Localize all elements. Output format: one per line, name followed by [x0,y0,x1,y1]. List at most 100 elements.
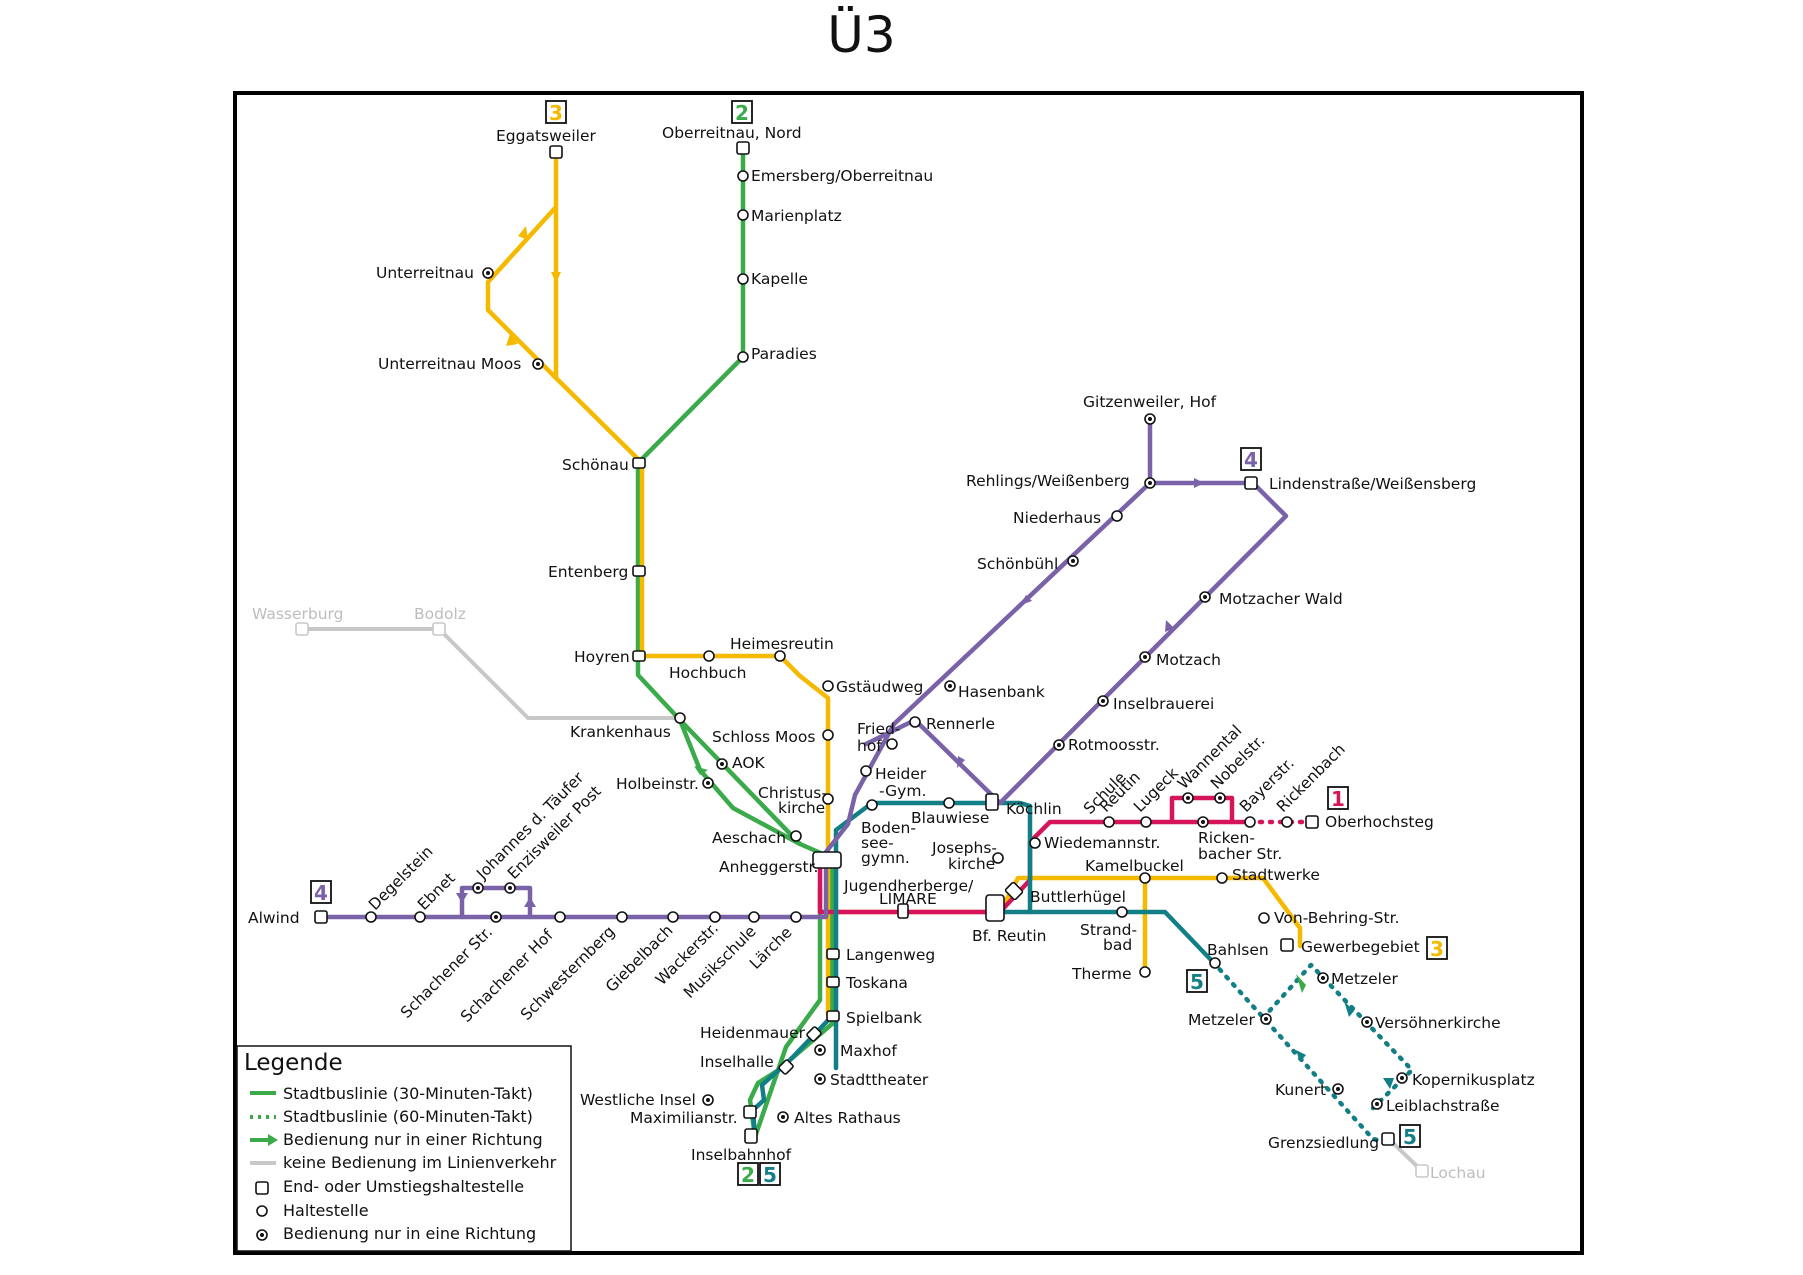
stop-marker-buttlerhuegel[interactable] [1004,881,1024,901]
label-kamelbuckel: Kamelbuckel [1085,857,1184,875]
stop-marker-heidenmauer[interactable] [806,1026,822,1042]
stop-marker-krankenhaus[interactable] [674,712,686,724]
stop-marker-kamelbuckel[interactable] [1139,872,1151,884]
stop-marker-inselhalle[interactable] [778,1059,794,1075]
label-bodensee-2: see- [861,834,894,852]
stop-marker-toskana[interactable] [826,976,840,988]
badge-line-5-bottom: 5 [1403,1125,1417,1149]
stop-marker-strandbad[interactable] [1116,906,1128,918]
label-friedhof-2: hof [857,737,882,755]
stop-marker-degelstein[interactable] [365,911,377,923]
stop-marker-maximilianstr[interactable] [743,1105,757,1119]
stop-marker-koechlin[interactable] [985,793,999,811]
stop-marker-entenberg[interactable] [632,565,646,577]
label-inselbrauerei: Inselbrauerei [1113,695,1214,713]
stop-marker-wiedemannstr[interactable] [1029,837,1041,849]
stop-marker-giebelbach[interactable] [667,911,679,923]
stop-marker-heider-gym[interactable] [860,765,872,777]
stop-marker-gewerbegebiet[interactable] [1280,938,1294,952]
label-unterreitnau: Unterreitnau [376,264,474,282]
label-metzeler-right: Metzeler [1331,970,1399,988]
label-rickenbacher-1: Ricken- [1198,829,1255,847]
stop-marker-wackerstr[interactable] [709,911,721,923]
stop-marker-lugeck[interactable] [1140,816,1152,828]
stop-marker-langenweg[interactable] [826,948,840,960]
label-rickenbacher-2: bacher Str. [1198,845,1282,863]
stop-marker-rennerle[interactable] [909,716,921,728]
stop-marker-alwind[interactable] [314,910,328,924]
stop-marker-stadtwerke[interactable] [1216,872,1228,884]
label-stadtwerke: Stadtwerke [1232,866,1320,884]
badge-line-1-right: 1 [1331,787,1345,811]
stop-marker-ebnet[interactable] [414,911,426,923]
label-koechlin: Köchlin [1006,800,1062,818]
stop-marker-hochbuch[interactable] [703,650,715,662]
badge-line-4-top: 4 [1244,448,1258,472]
stop-marker-bodolz[interactable] [432,622,446,636]
stop-marker-bahlsen[interactable] [1209,957,1221,969]
stop-marker-aeschach[interactable] [790,830,802,842]
badge-line-2-top: 2 [735,101,749,125]
label-kapelle: Kapelle [751,270,808,288]
stop-marker-hoyren[interactable] [632,650,646,662]
label-gitzenweiler: Gitzenweiler, Hof [1083,393,1217,411]
stop-marker-oberreitnau-nord[interactable] [736,141,750,155]
stop-marker-musikschule[interactable] [748,911,760,923]
label-christus-1: Christus- [758,784,827,802]
stop-marker-schwesternberg[interactable] [616,911,628,923]
stop-marker-laerche[interactable] [790,911,802,923]
stop-marker-therme[interactable] [1139,966,1151,978]
label-unterreitnau-moos: Unterreitnau Moos [378,355,521,373]
stop-markers [295,141,1429,1178]
stop-marker-von-behring[interactable] [1258,912,1270,924]
stop-marker-inselbahnhof[interactable] [744,1128,758,1144]
label-ebnet: Ebnet [414,869,459,914]
stop-marker-kapelle[interactable] [737,273,749,285]
stop-marker-josephskirche[interactable] [992,852,1004,864]
stop-marker-schoenau[interactable] [632,457,646,469]
legend-item-circle: Haltestelle [283,1201,369,1220]
stop-marker-emersberg[interactable] [737,170,749,182]
legend-item-square: End- oder Umstiegshaltestelle [283,1177,524,1196]
stop-marker-jugendherberge[interactable] [897,903,909,919]
label-wiedemannstr: Wiedemannstr. [1044,834,1160,852]
label-bahlsen: Bahlsen [1207,941,1269,959]
stop-marker-gstaeudweg[interactable] [822,680,834,692]
stop-marker-oberhochsteg[interactable] [1305,815,1319,829]
label-lochau: Lochau [1430,1164,1486,1182]
stop-marker-bf-reutin[interactable] [985,894,1005,922]
stop-marker-paradies[interactable] [737,351,749,363]
label-westliche-insel: Westliche Insel [580,1091,696,1109]
label-rehlings: Rehlings/Weißenberg [966,472,1130,490]
stop-marker-schule-reutin[interactable] [1103,816,1115,828]
stop-marker-heimesreutin[interactable] [774,650,786,662]
label-motzach: Motzach [1156,651,1221,669]
stop-marker-blauwiese[interactable] [943,797,955,809]
label-josephs-2: kirche [948,855,995,873]
label-strandbad-2: bad [1103,936,1132,954]
label-friedhof-1: Fried- [857,720,900,738]
stop-marker-bayerstr[interactable] [1244,816,1256,828]
line-2-route [635,145,835,1140]
stop-marker-friedhof[interactable] [886,738,898,750]
stop-marker-rickenbach[interactable] [1281,816,1293,828]
stop-marker-grenzsiedlung[interactable] [1381,1132,1395,1146]
stop-marker-eggatsweiler[interactable] [549,145,563,159]
label-therme: Therme [1071,965,1132,983]
stop-marker-schachener-hof[interactable] [554,911,566,923]
label-spielbank: Spielbank [846,1009,922,1027]
stop-marker-wasserburg[interactable] [295,622,309,636]
stop-marker-spielbank[interactable] [826,1010,840,1022]
legend-item-solid: Stadtbuslinie (30-Minuten-Takt) [283,1084,533,1103]
stop-marker-marienplatz[interactable] [737,209,749,221]
label-kopernikusplatz: Kopernikusplatz [1412,1071,1535,1089]
stop-marker-bodensee-gymn[interactable] [866,799,878,811]
label-rennerle: Rennerle [926,715,995,733]
stop-marker-niederhaus[interactable] [1111,510,1123,522]
stop-marker-lindenstrasse[interactable] [1244,476,1258,490]
stop-marker-schloss-moos[interactable] [822,729,834,741]
label-stadttheater: Stadttheater [830,1071,929,1089]
stop-marker-lochau[interactable] [1415,1164,1429,1178]
stop-marker-anheggerstr[interactable] [812,851,842,869]
stop-marker-christuskirche[interactable] [822,793,834,805]
